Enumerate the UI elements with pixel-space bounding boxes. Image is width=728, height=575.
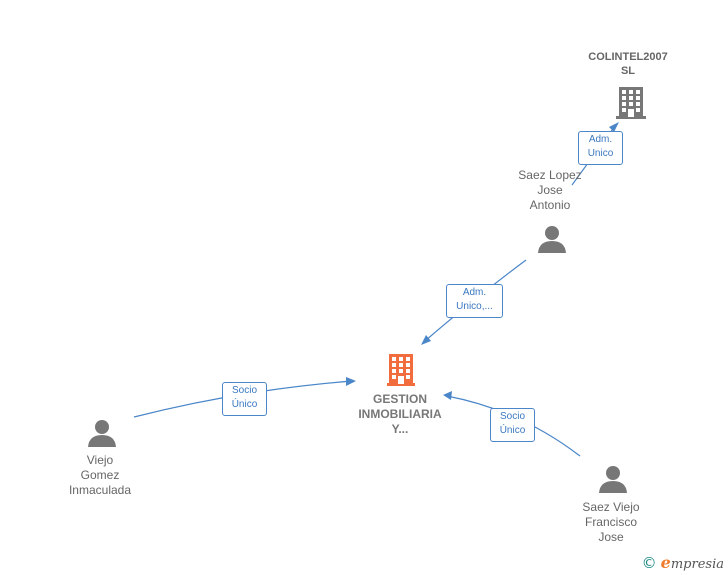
empresia-logo-text: mpresia [670, 556, 724, 572]
person-icon[interactable] [87, 418, 117, 448]
edge-arrowhead-main-from-viejo-gomez [346, 377, 356, 386]
empresia-logo: empresia [660, 552, 724, 572]
main-company-label-line: INMOBILIARIA [358, 407, 442, 421]
building-icon[interactable] [616, 85, 646, 119]
person-label-viejo-gomez[interactable]: Viejo Gomez Inmaculada [50, 453, 150, 498]
colintel-label-line: SL [620, 65, 636, 77]
colintel-company-label[interactable]: COLINTEL2007 SL [568, 50, 688, 78]
edge-label-line: Socio [499, 411, 525, 422]
main-company-label-line: GESTION [372, 392, 427, 406]
person-label-line: Inmaculada [68, 483, 132, 497]
edge-label-line: Único [499, 425, 526, 436]
person-label-line: Jose [598, 530, 624, 544]
person-label-line: Jose [537, 183, 563, 197]
person-label-saez-viejo[interactable]: Saez Viejo Francisco Jose [561, 500, 661, 545]
person-label-line: Antonio [529, 198, 571, 212]
edge-label-saez-lopez-colintel[interactable]: Adm. Unico [578, 131, 623, 165]
edge-arrowhead-main-from-saez-viejo [443, 391, 452, 400]
person-icon[interactable] [537, 224, 567, 254]
person-label-saez-lopez[interactable]: Saez Lopez Jose Antonio [500, 168, 600, 213]
edge-label-viejo-gomez-main[interactable]: Socio Único [222, 382, 267, 416]
edge-label-line: Unico [587, 148, 614, 159]
building-icon[interactable] [387, 352, 415, 386]
edge-arrowhead-main-from-saez-lopez [421, 335, 431, 345]
empresia-watermark: © empresia [642, 553, 724, 573]
edge-arrowhead-colintel [609, 122, 619, 132]
person-icon[interactable] [598, 464, 628, 494]
person-label-line: Gomez [80, 468, 120, 482]
edge-label-line: Adm. [588, 134, 613, 145]
empresia-logo-initial: e [660, 552, 671, 572]
person-label-line: Francisco [584, 515, 637, 529]
copyright-symbol: © [641, 553, 657, 572]
edge-label-line: Unico,... [456, 301, 493, 312]
edge-label-line: Adm. [462, 287, 487, 298]
main-company-label-line: Y... [391, 422, 409, 436]
colintel-label-line: COLINTEL2007 [588, 51, 668, 63]
main-company-label[interactable]: GESTION INMOBILIARIA Y... [340, 392, 460, 437]
edge-label-saez-viejo-main[interactable]: Socio Único [490, 408, 535, 442]
edge-label-saez-lopez-main[interactable]: Adm. Unico,... [446, 284, 503, 318]
edge-label-line: Socio [231, 385, 257, 396]
person-label-line: Viejo [86, 453, 114, 467]
person-label-line: Saez Lopez [518, 168, 582, 182]
person-label-line: Saez Viejo [582, 500, 640, 514]
edge-label-line: Único [231, 399, 258, 410]
